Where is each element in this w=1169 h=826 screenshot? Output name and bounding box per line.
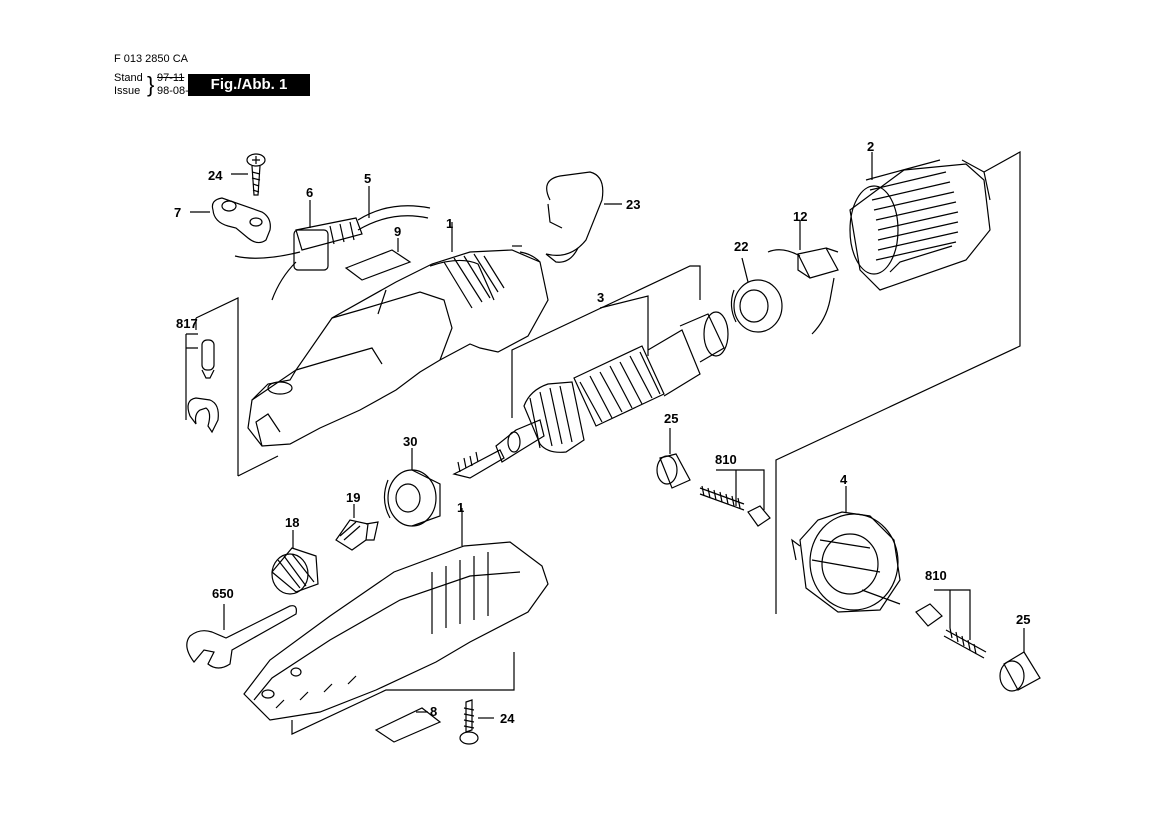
part-label-817: 817 (176, 316, 198, 331)
brush-holder-4 (791, 511, 901, 613)
part-label-810-right: 810 (925, 568, 947, 583)
part-label-7: 7 (174, 205, 181, 220)
ball-bearing-30 (383, 469, 441, 527)
part-label-6: 6 (306, 185, 313, 200)
issue-label: Issue (114, 85, 141, 97)
brush-810-mid (699, 485, 771, 527)
part-label-1-bottom: 1 (457, 500, 464, 515)
brush-810-right (915, 603, 987, 659)
screw-24-bottom (459, 699, 479, 745)
drawing (185, 150, 1041, 745)
part-label-12: 12 (793, 209, 807, 224)
part-label-810-mid: 810 (715, 452, 737, 467)
label-plate-9 (344, 249, 412, 281)
stand-label: Stand (114, 72, 143, 84)
brace: } (147, 72, 155, 97)
collet-19 (335, 519, 379, 551)
part-label-650: 650 (212, 586, 234, 601)
part-label-1-top: 1 (446, 216, 453, 231)
part-label-25-right: 25 (1016, 612, 1030, 627)
housing-half-1 (243, 541, 549, 721)
brush-cap-25-mid (656, 453, 691, 489)
part-label-25-mid: 25 (664, 411, 678, 426)
stand-value: 97-11 (157, 72, 185, 84)
screw-24-top (246, 153, 266, 196)
part-label-24-top: 24 (208, 168, 223, 183)
part-label-24-bottom: 24 (500, 711, 515, 726)
part-label-3: 3 (597, 290, 604, 305)
parts-817 (187, 339, 219, 434)
wrench-650 (186, 605, 297, 669)
figure-label: Fig./Abb. 1 (188, 74, 310, 96)
part-label-18: 18 (285, 515, 299, 530)
part-label-22: 22 (734, 239, 748, 254)
field-stator-2 (849, 159, 991, 291)
document-code: F 013 2850 CA (114, 53, 188, 65)
part-label-2: 2 (867, 139, 874, 154)
part-label-23: 23 (626, 197, 640, 212)
part-label-9: 9 (394, 224, 401, 239)
part-label-5: 5 (364, 171, 371, 186)
armature-3 (452, 311, 729, 479)
collet-nut-18 (271, 547, 319, 595)
switch-12 (767, 247, 839, 335)
motor-housing-1 (247, 249, 549, 447)
part-label-8: 8 (430, 704, 437, 719)
ball-bearing-22 (730, 279, 783, 333)
cord-clamp-7 (211, 197, 271, 244)
spring-clip-23 (545, 171, 604, 263)
power-cord-5 (234, 205, 431, 301)
part-labels: 24 7 6 5 1 9 23 2 12 22 3 817 25 810 30 … (174, 139, 1030, 726)
label-plate-8 (374, 707, 442, 743)
part-label-19: 19 (346, 490, 360, 505)
part-label-30: 30 (403, 434, 417, 449)
brush-cap-25-right (999, 651, 1041, 692)
part-label-4: 4 (840, 472, 848, 487)
